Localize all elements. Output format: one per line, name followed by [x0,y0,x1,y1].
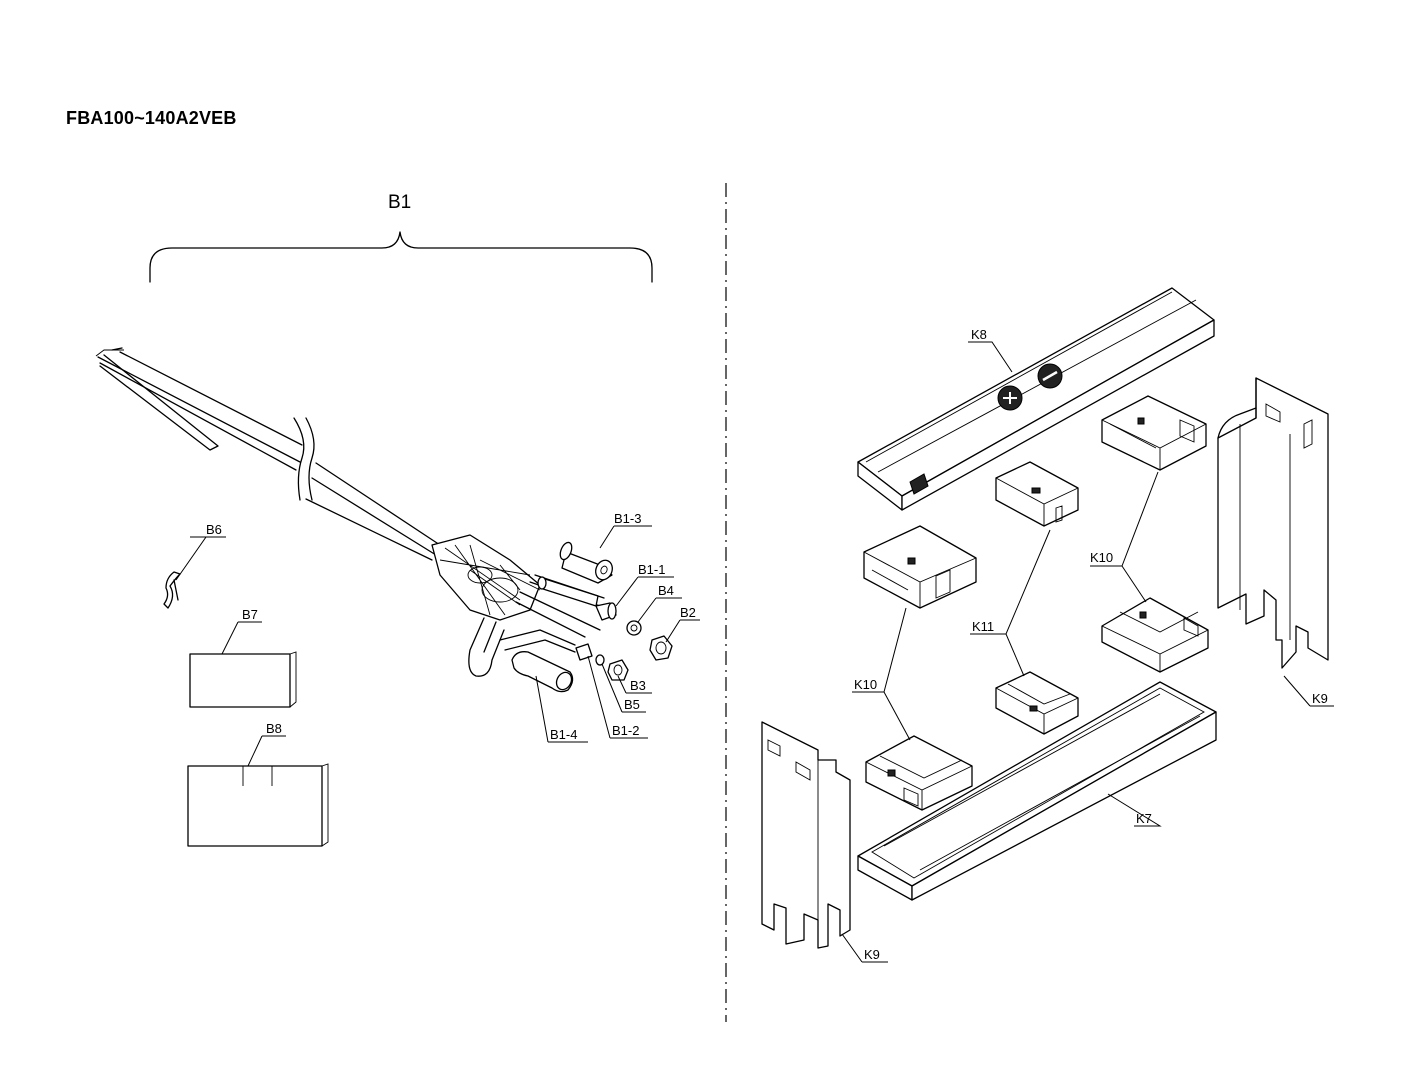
b5-b3-small-fittings [595,654,629,681]
k9-right-side-panel [1217,377,1329,669]
b1-2-flare-fitting [575,643,593,661]
b6-clamp [163,571,181,609]
b1-3-insulation-tube [559,541,613,584]
left-leaders [175,525,700,767]
label-k8: K8 [971,327,987,342]
b1-4-elbow-insulation [511,651,574,693]
k10-lower-right-corner-piece [1101,597,1209,673]
pipe-assembly [95,347,605,677]
k10-upper-corner-piece [1101,395,1207,471]
b1-1-flare-fitting [595,602,617,621]
label-k7: K7 [1136,811,1152,826]
label-b2: B2 [680,605,696,620]
label-b5: B5 [624,697,640,712]
label-b1: B1 [388,192,411,213]
label-b1-4: B1-4 [550,727,577,742]
k8-top-panel [857,287,1215,511]
k7-bottom-tray [857,681,1217,901]
label-b1-1: B1-1 [638,562,665,577]
b7-insulation-pad [189,651,297,708]
label-b4: B4 [658,583,674,598]
b8-insulation-sheet [187,763,329,847]
k11-lower-bracket [995,671,1079,735]
label-b8: B8 [266,721,282,736]
label-b1-3: B1-3 [614,511,641,526]
label-b1-2: B1-2 [612,723,639,738]
label-b3: B3 [630,678,646,693]
document-title: FBA100~140A2VEB [66,108,237,128]
label-k9-left: K9 [864,947,880,962]
k9-left-side-panel [761,721,851,949]
label-k9-right: K9 [1312,691,1328,706]
k11-upper-bracket [995,461,1079,527]
b1-brace [149,231,653,283]
right-leaders [841,341,1334,963]
label-k10-upper: K10 [1090,550,1113,565]
label-b7: B7 [242,607,258,622]
k10-lower-left-corner-piece [865,735,973,811]
b4-nut [626,620,642,636]
label-k10-lower: K10 [854,677,877,692]
b2-flare-nut [649,635,673,661]
label-b6: B6 [206,522,222,537]
k10-upper-left-corner-piece [863,525,977,609]
label-k11: K11 [972,619,994,634]
